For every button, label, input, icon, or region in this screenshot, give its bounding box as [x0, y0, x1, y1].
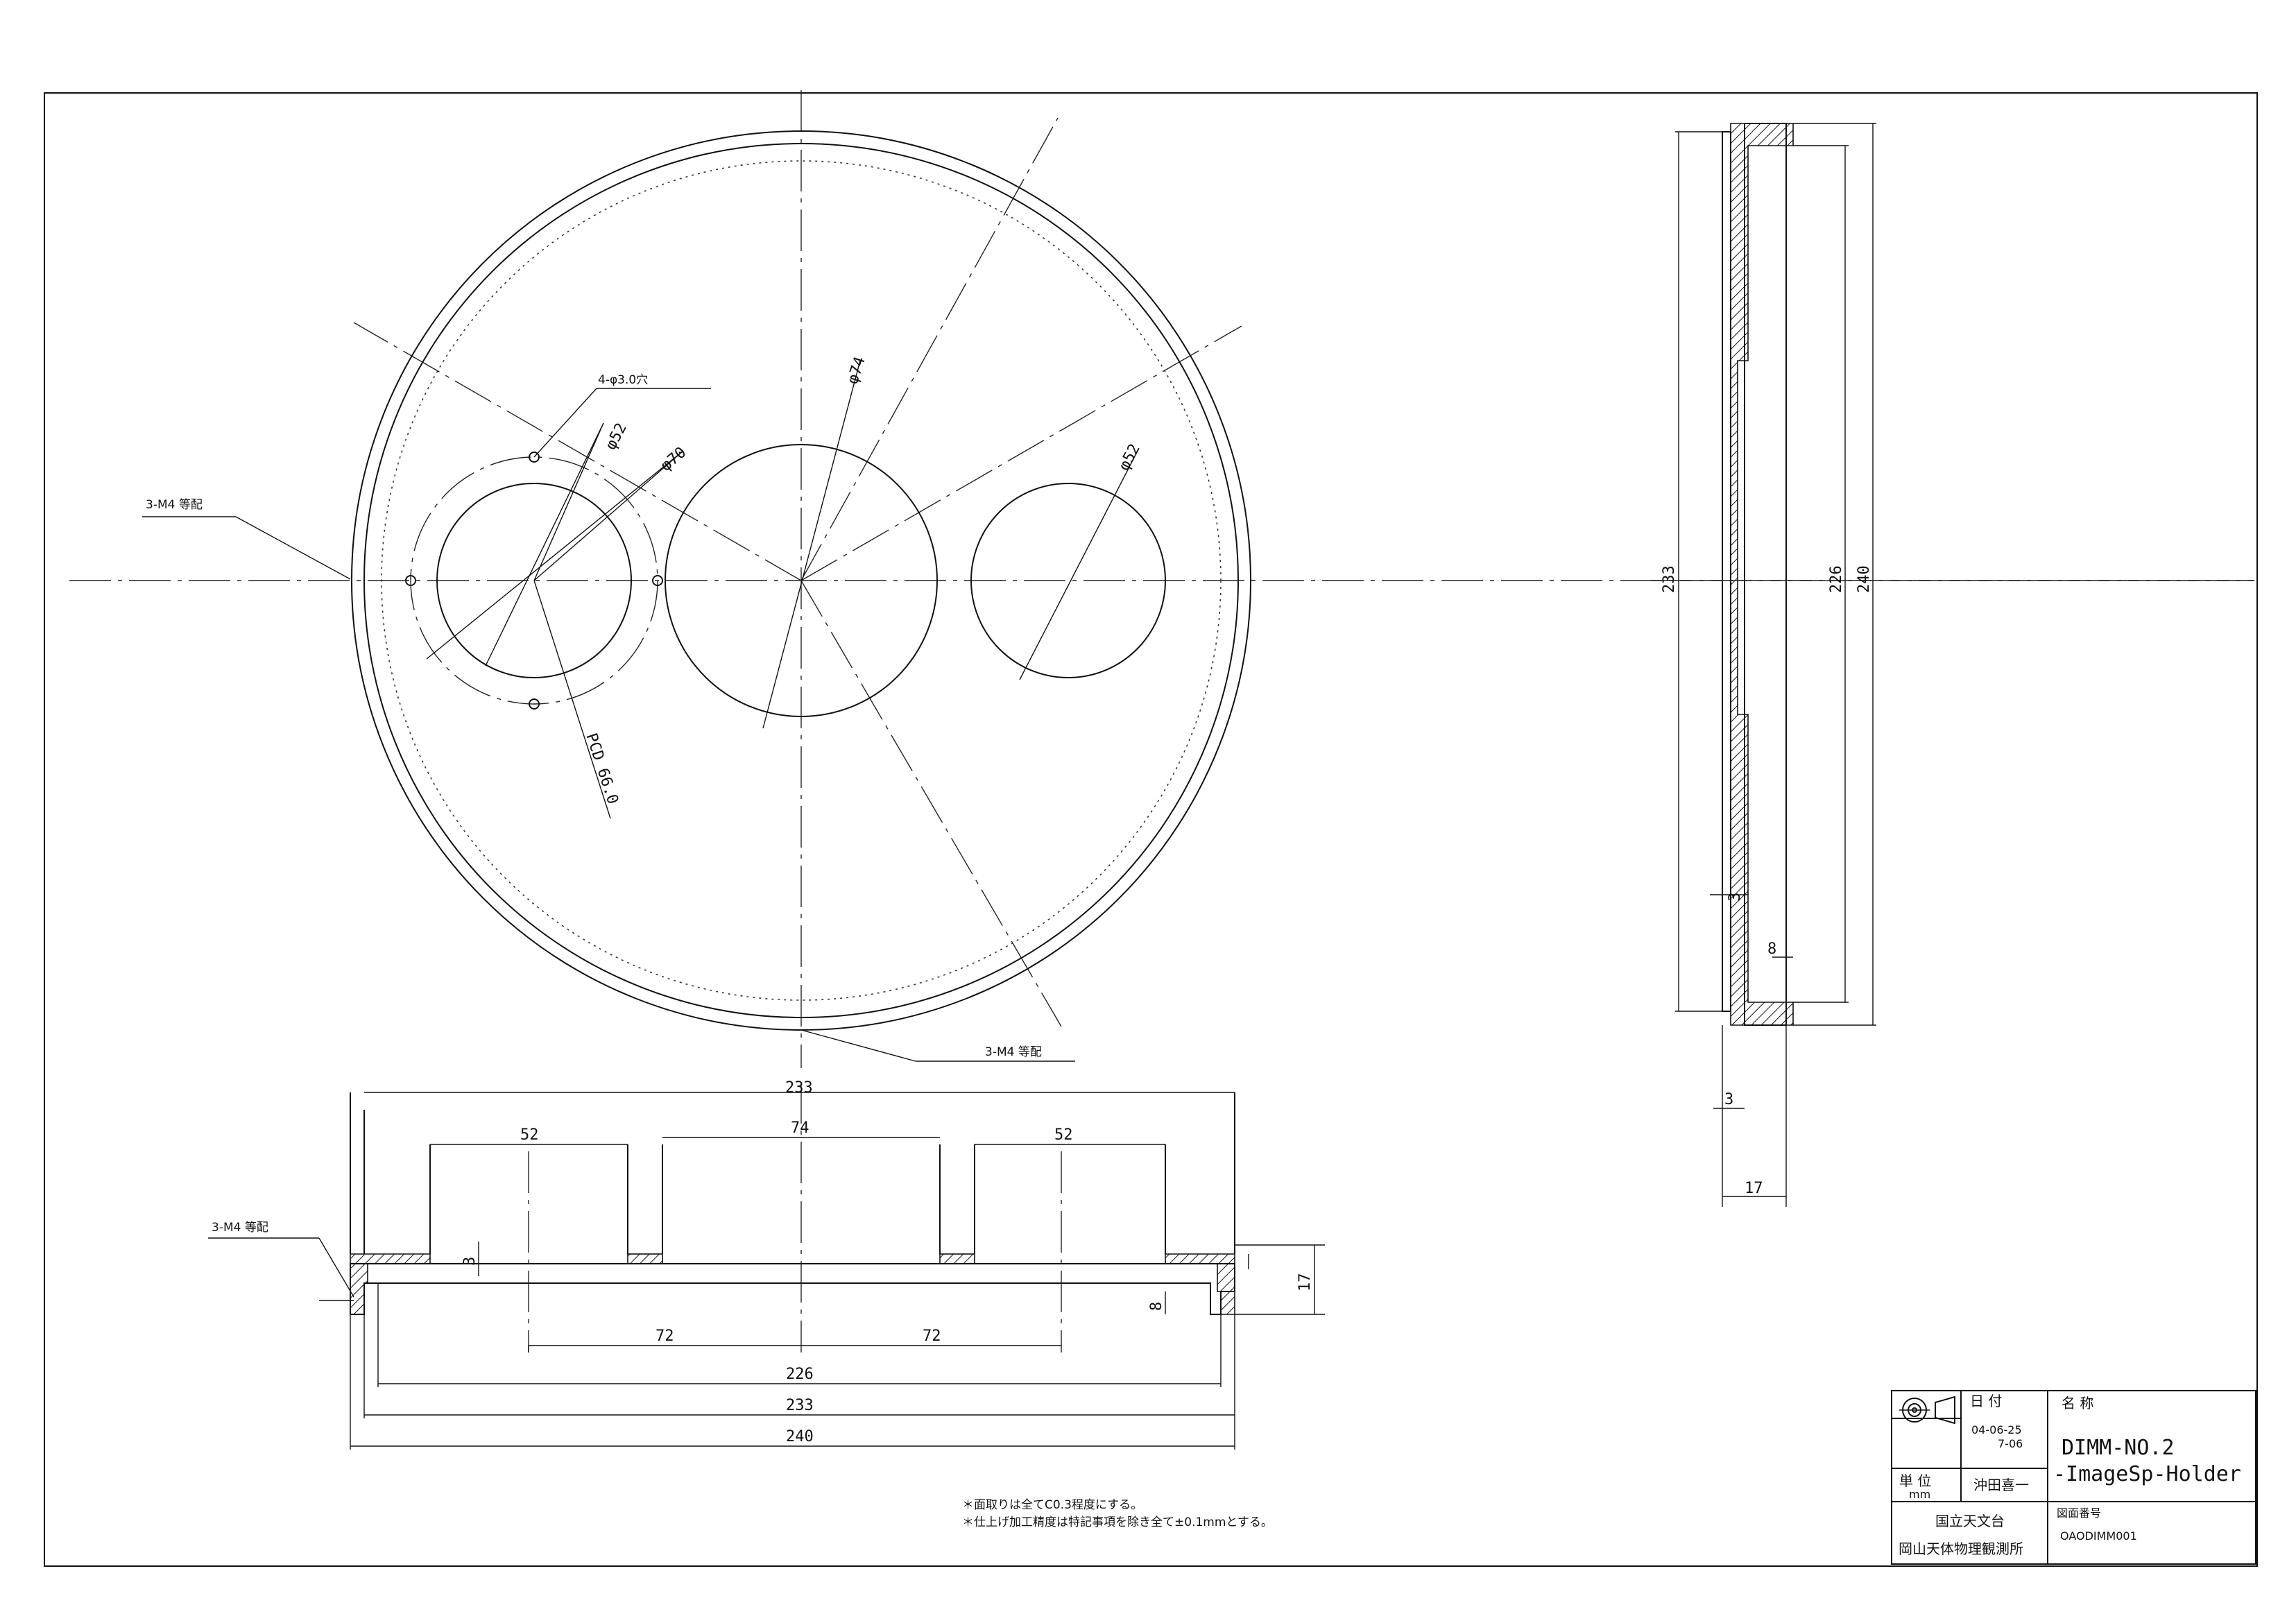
- hole-note: 4-φ3.0穴: [598, 373, 648, 387]
- side-dim-233: 233: [1661, 565, 1678, 593]
- dia-center-label: φ74: [844, 354, 869, 386]
- side-dim-3-lower: 3: [1724, 1091, 1733, 1108]
- organization: 国立天文台: [1935, 1513, 2005, 1529]
- dim-hole-left: 52: [520, 1126, 539, 1144]
- dia-pcd-circle-label: φ70: [658, 444, 690, 475]
- dim-offset-left: 72: [656, 1328, 674, 1345]
- date-value-2: 7-06: [1998, 1437, 2023, 1450]
- name-label: 名 称: [2062, 1395, 2093, 1411]
- section-view: 3-M4 等配 233 52 74 52 72 72 226 233 240 3…: [208, 1079, 1325, 1450]
- date-label: 日 付: [1970, 1393, 2002, 1409]
- side-dim-226: 226: [1828, 565, 1845, 593]
- note-tolerance: ＊仕上げ加工精度は特記事項を除き全て±0.1mmとする。: [962, 1515, 1273, 1529]
- dim-lip: 8: [1148, 1302, 1165, 1311]
- front-view: 4-φ3.0穴 3-M4 等配 3-M4 等配 φ52 φ70 φ74 φ52 …: [69, 90, 2254, 1068]
- dim-hole-right: 52: [1054, 1126, 1073, 1144]
- dia-left-label: φ52: [602, 420, 631, 453]
- tap-note-bottom: 3-M4 等配: [985, 1045, 1042, 1059]
- dim-height: 17: [1296, 1273, 1314, 1292]
- drawing-border: [44, 92, 2258, 1567]
- side-dim-8: 8: [1767, 941, 1776, 958]
- dim-hole-center: 74: [791, 1119, 809, 1137]
- side-dim-3-upper: 3: [1727, 893, 1744, 902]
- tap-note-left: 3-M4 等配: [146, 498, 203, 512]
- side-view: 233 226 240 3 8 3 17: [1651, 123, 2254, 1207]
- dim-plate: 3: [461, 1257, 479, 1266]
- unit-value: mm: [1909, 1488, 1930, 1501]
- dia-right-label: φ52: [1115, 441, 1144, 474]
- dim-offset-right: 72: [923, 1328, 941, 1345]
- dim-inner: 226: [786, 1366, 814, 1383]
- drawing-title-line1: DIMM-NO.2: [2062, 1436, 2175, 1460]
- observatory: 岡山天体物理観測所: [1899, 1540, 2023, 1557]
- side-dim-240: 240: [1856, 565, 1873, 593]
- drawing-title-line2: -ImageSp-Holder: [2053, 1462, 2241, 1486]
- date-value-1: 04-06-25: [1971, 1423, 2022, 1436]
- dim-mid: 233: [786, 1397, 814, 1414]
- note-chamfer: ＊面取りは全てC0.3程度にする。: [962, 1498, 1142, 1512]
- dim-outer: 240: [786, 1428, 814, 1445]
- side-dim-17: 17: [1745, 1180, 1763, 1197]
- pcd-label: PCD 66.0: [582, 731, 622, 807]
- projection-symbol-icon: [1899, 1396, 1955, 1425]
- designer-name: 沖田喜一: [1973, 1477, 2029, 1493]
- drawing-number: OAODIMM001: [2060, 1529, 2137, 1543]
- drawing-number-label: 図面番号: [2057, 1506, 2101, 1520]
- unit-label: 単 位: [1899, 1472, 1931, 1489]
- section-tap-note: 3-M4 等配: [212, 1221, 268, 1235]
- title-block: 日 付 04-06-25 7-06 名 称 DIMM-NO.2 -ImageSp…: [1891, 1390, 2256, 1565]
- dim-overall-top: 233: [785, 1079, 813, 1097]
